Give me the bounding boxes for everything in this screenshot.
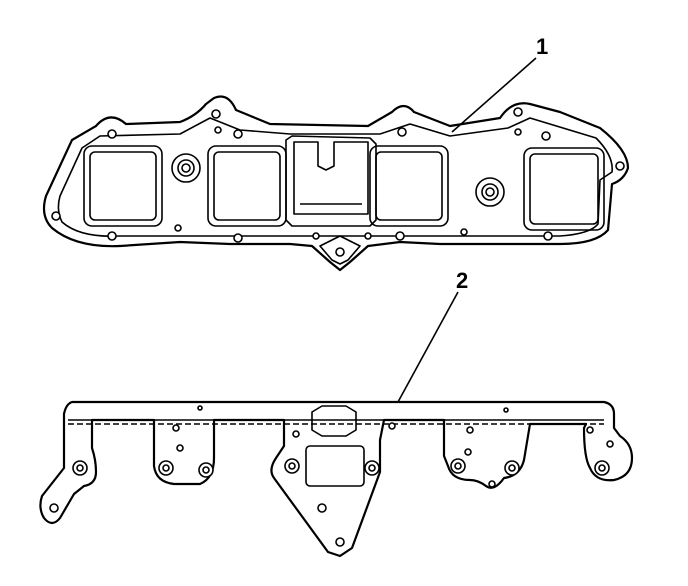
gasket-1-bolt-holes [51, 107, 625, 243]
bracket-2-connector [311, 405, 357, 437]
gasket-1-center-slot-outer [285, 135, 377, 227]
callout-label-1: 1 [536, 34, 549, 59]
callout-label-2: 2 [456, 268, 469, 293]
bracket-2-small-holes [49, 405, 614, 547]
bracket-part-2 [39, 400, 634, 558]
gasket-part-1 [42, 95, 630, 272]
gasket-1-port-3-inner [375, 151, 443, 221]
gasket-1-outline [42, 95, 630, 272]
gasket-1-inner-border [57, 117, 613, 238]
callout-2-leader [397, 291, 459, 403]
bracket-2-connector-window [305, 445, 365, 487]
gasket-1-port-1-outer [83, 145, 163, 227]
gasket-1-port-2-inner [213, 151, 281, 221]
gasket-1-stud-boss-left [171, 153, 201, 183]
gasket-1-stud-boss-right [475, 177, 505, 207]
gasket-1-center-slot-inner [293, 141, 369, 215]
gasket-1-port-1-inner [89, 151, 157, 221]
gasket-1-port-3-outer [369, 145, 449, 227]
gasket-1-tab-hole [335, 247, 345, 257]
bracket-2-outline [39, 400, 634, 558]
bracket-2-mount-holes [72, 458, 610, 478]
gasket-1-bottom-tab [319, 235, 361, 265]
gasket-1-port-4-inner [529, 153, 599, 225]
gasket-1-port-4-outer [523, 147, 605, 231]
callout-1-leader [451, 57, 537, 133]
